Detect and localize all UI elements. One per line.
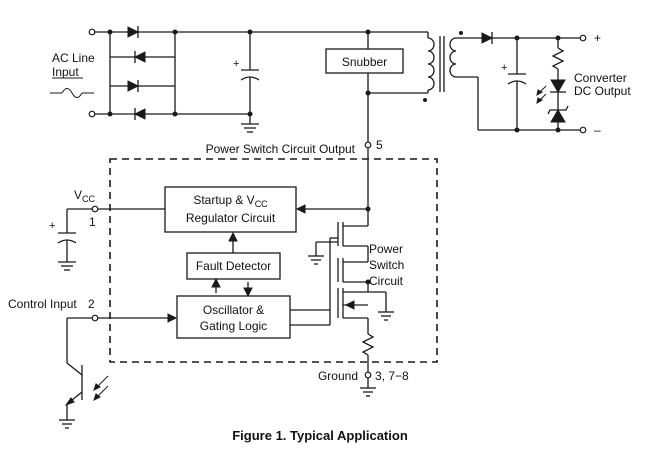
arrow-icon	[167, 313, 178, 323]
vcc-pin: VCC 1 +	[49, 188, 165, 271]
ac-line-label: AC Line	[52, 51, 95, 65]
startup-vcc-regulator: Startup & VCC Regulator Circuit	[164, 186, 297, 233]
vcc-cap-plus: +	[49, 220, 55, 232]
pin1-label: 1	[89, 215, 96, 229]
switch-label: Switch	[369, 258, 404, 272]
svg-text:Oscillator &: Oscillator &	[203, 303, 264, 317]
svg-text:Startup & VCC: Startup & VCC	[193, 193, 268, 209]
ground-icon	[58, 261, 76, 271]
converter-label: Converter	[574, 71, 627, 85]
pin5-terminal	[364, 141, 372, 149]
arrow-icon	[344, 300, 355, 310]
output-terminal-minus	[579, 126, 587, 134]
output-stage: + + – Converter DC Output	[478, 31, 631, 137]
transformer	[368, 31, 479, 130]
pin2-terminal	[91, 314, 99, 322]
snubber: Snubber	[325, 32, 404, 96]
output-cap-plus: +	[501, 62, 507, 74]
output-minus-label: –	[594, 123, 601, 137]
pin2-label: 2	[88, 297, 95, 311]
ac-source-icon	[61, 88, 83, 98]
ac-terminal-top	[88, 28, 96, 36]
dc-output-label: DC Output	[574, 84, 631, 98]
ac-terminal-bottom	[88, 110, 96, 118]
control-input: Control Input 2	[8, 297, 178, 429]
figure-caption: Figure 1. Typical Application	[232, 428, 408, 443]
pin1-terminal	[91, 205, 99, 213]
bridge-rectifier	[95, 26, 178, 120]
diode-icon	[133, 51, 146, 63]
snubber-label: Snubber	[342, 55, 387, 69]
svg-text:Regulator Circuit: Regulator Circuit	[186, 211, 276, 225]
ground-icon	[308, 255, 324, 265]
ac-input-label: Input	[52, 65, 79, 79]
emission-arrows-icon	[536, 85, 547, 105]
output-plus-label: +	[594, 31, 601, 45]
bulk-capacitor: +	[233, 32, 260, 133]
arrow-icon	[211, 277, 221, 288]
ground-icon	[59, 419, 75, 429]
ac-line-input: AC Line Input	[50, 28, 96, 118]
ground-label: Ground	[318, 369, 358, 383]
diode-icon	[127, 26, 140, 38]
arrow-icon	[243, 287, 253, 298]
light-arrows-icon	[93, 375, 109, 401]
power-switch-circuit: Power Switch Circuit	[308, 209, 404, 325]
circuit-label: Circuit	[369, 274, 404, 288]
zener-diode-icon	[550, 109, 566, 123]
svg-text:Fault Detector: Fault Detector	[196, 259, 271, 273]
ground-icon	[378, 311, 394, 321]
power-switch-output-label: Power Switch Circuit Output	[206, 142, 356, 156]
led-icon	[550, 79, 566, 93]
diode-icon	[133, 108, 146, 120]
power-label: Power	[369, 242, 403, 256]
output-terminal-plus	[579, 34, 587, 42]
svg-text:Gating Logic: Gating Logic	[200, 319, 267, 333]
pin5-label: 5	[376, 138, 383, 152]
ground-pin-terminal	[364, 371, 372, 379]
diode-icon	[127, 80, 140, 92]
ground-icon	[241, 123, 259, 133]
oscillator-gating-logic: Oscillator & Gating Logic	[176, 295, 291, 339]
resistor-icon	[551, 47, 565, 70]
snubber-box	[325, 48, 404, 74]
vcc-label: VCC	[74, 188, 96, 204]
bulk-cap-plus: +	[233, 58, 239, 70]
ground-pins-label: 3, 7−8	[375, 369, 409, 383]
arrow-icon	[295, 204, 306, 214]
control-input-label: Control Input	[8, 297, 77, 311]
arrow-icon	[228, 231, 238, 242]
ground-icon	[360, 387, 376, 397]
fault-detector: Fault Detector	[186, 252, 281, 280]
resistor-icon	[361, 333, 375, 356]
